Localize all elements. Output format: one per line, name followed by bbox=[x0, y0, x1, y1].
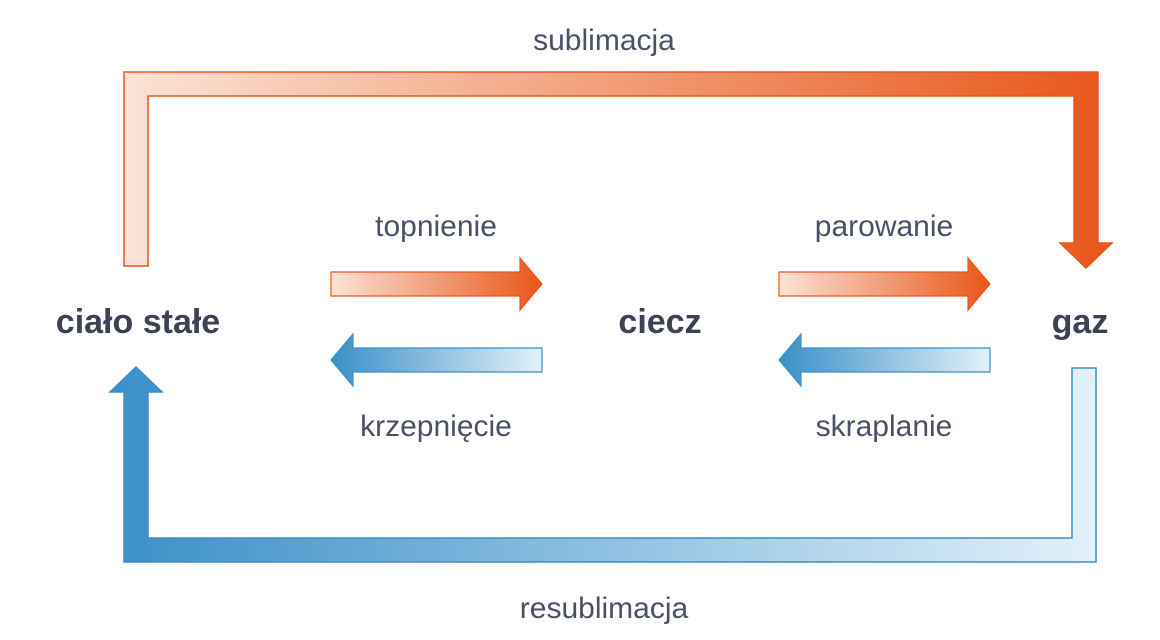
melting-arrow bbox=[330, 256, 543, 312]
condensation-label: skraplanie bbox=[816, 410, 953, 443]
condensation-arrow bbox=[778, 332, 991, 388]
deposition-label: resublimacja bbox=[520, 592, 689, 625]
solidification-arrow bbox=[330, 332, 543, 388]
state-gas: gaz bbox=[1052, 303, 1109, 341]
sublimation-arrow bbox=[123, 71, 1114, 270]
state-liquid: ciecz bbox=[618, 303, 701, 341]
deposition-arrow bbox=[108, 365, 1097, 563]
state-solid: ciało stałe bbox=[56, 303, 220, 341]
melting-label: topnienie bbox=[375, 210, 497, 243]
solidification-label: krzepnięcie bbox=[360, 410, 512, 443]
sublimation-label: sublimacja bbox=[533, 24, 675, 57]
vaporization-arrow bbox=[778, 256, 991, 312]
vaporization-label: parowanie bbox=[815, 210, 953, 243]
